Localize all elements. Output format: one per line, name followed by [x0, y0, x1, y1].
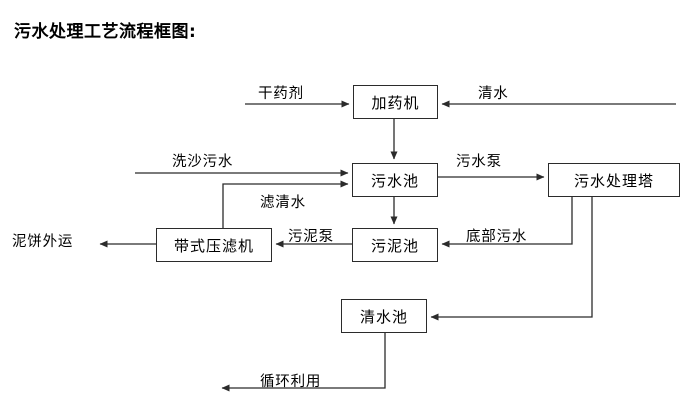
edge-label-sand-wash-sewage: 洗沙污水 — [172, 154, 234, 170]
edge-label-sewage-pump: 污水泵 — [456, 154, 502, 170]
edge-label-clean-water-in: 清水 — [478, 86, 509, 102]
node-label: 清水池 — [359, 307, 408, 326]
edge-tower-to-clean-pool — [430, 197, 593, 321]
node-treatment-tower[interactable]: 污水处理塔 — [548, 163, 680, 197]
terminal-label-mud-cake-out: 泥饼外运 — [12, 234, 74, 250]
node-label: 污泥池 — [370, 236, 419, 255]
node-clean-pool[interactable]: 清水池 — [341, 299, 427, 333]
edge-label-sludge-pump: 污泥泵 — [288, 229, 334, 245]
edge-tower-to-sludge-pool — [441, 197, 573, 248]
node-label: 污水处理塔 — [573, 171, 654, 190]
edge-label-filtrate-water: 滤清水 — [260, 195, 306, 211]
edge-beltfilter-to-sewage-pool — [222, 180, 349, 228]
node-label: 加药机 — [371, 93, 420, 112]
edge-clean-pool-to-recycle — [221, 333, 386, 392]
node-label: 污水池 — [370, 171, 419, 190]
edge-label-dry-agent: 干药剂 — [258, 86, 304, 102]
node-belt-filter[interactable]: 带式压滤机 — [156, 228, 272, 262]
node-label: 带式压滤机 — [173, 236, 254, 255]
node-sewage-pool[interactable]: 污水池 — [352, 163, 438, 197]
edge-label-recycle-use: 循环利用 — [260, 374, 322, 390]
node-dosing-machine[interactable]: 加药机 — [353, 85, 438, 119]
page-title: 污水处理工艺流程框图: — [14, 22, 197, 42]
edge-label-bottom-sewage: 底部污水 — [466, 229, 528, 245]
node-sludge-pool[interactable]: 污泥池 — [352, 228, 438, 262]
